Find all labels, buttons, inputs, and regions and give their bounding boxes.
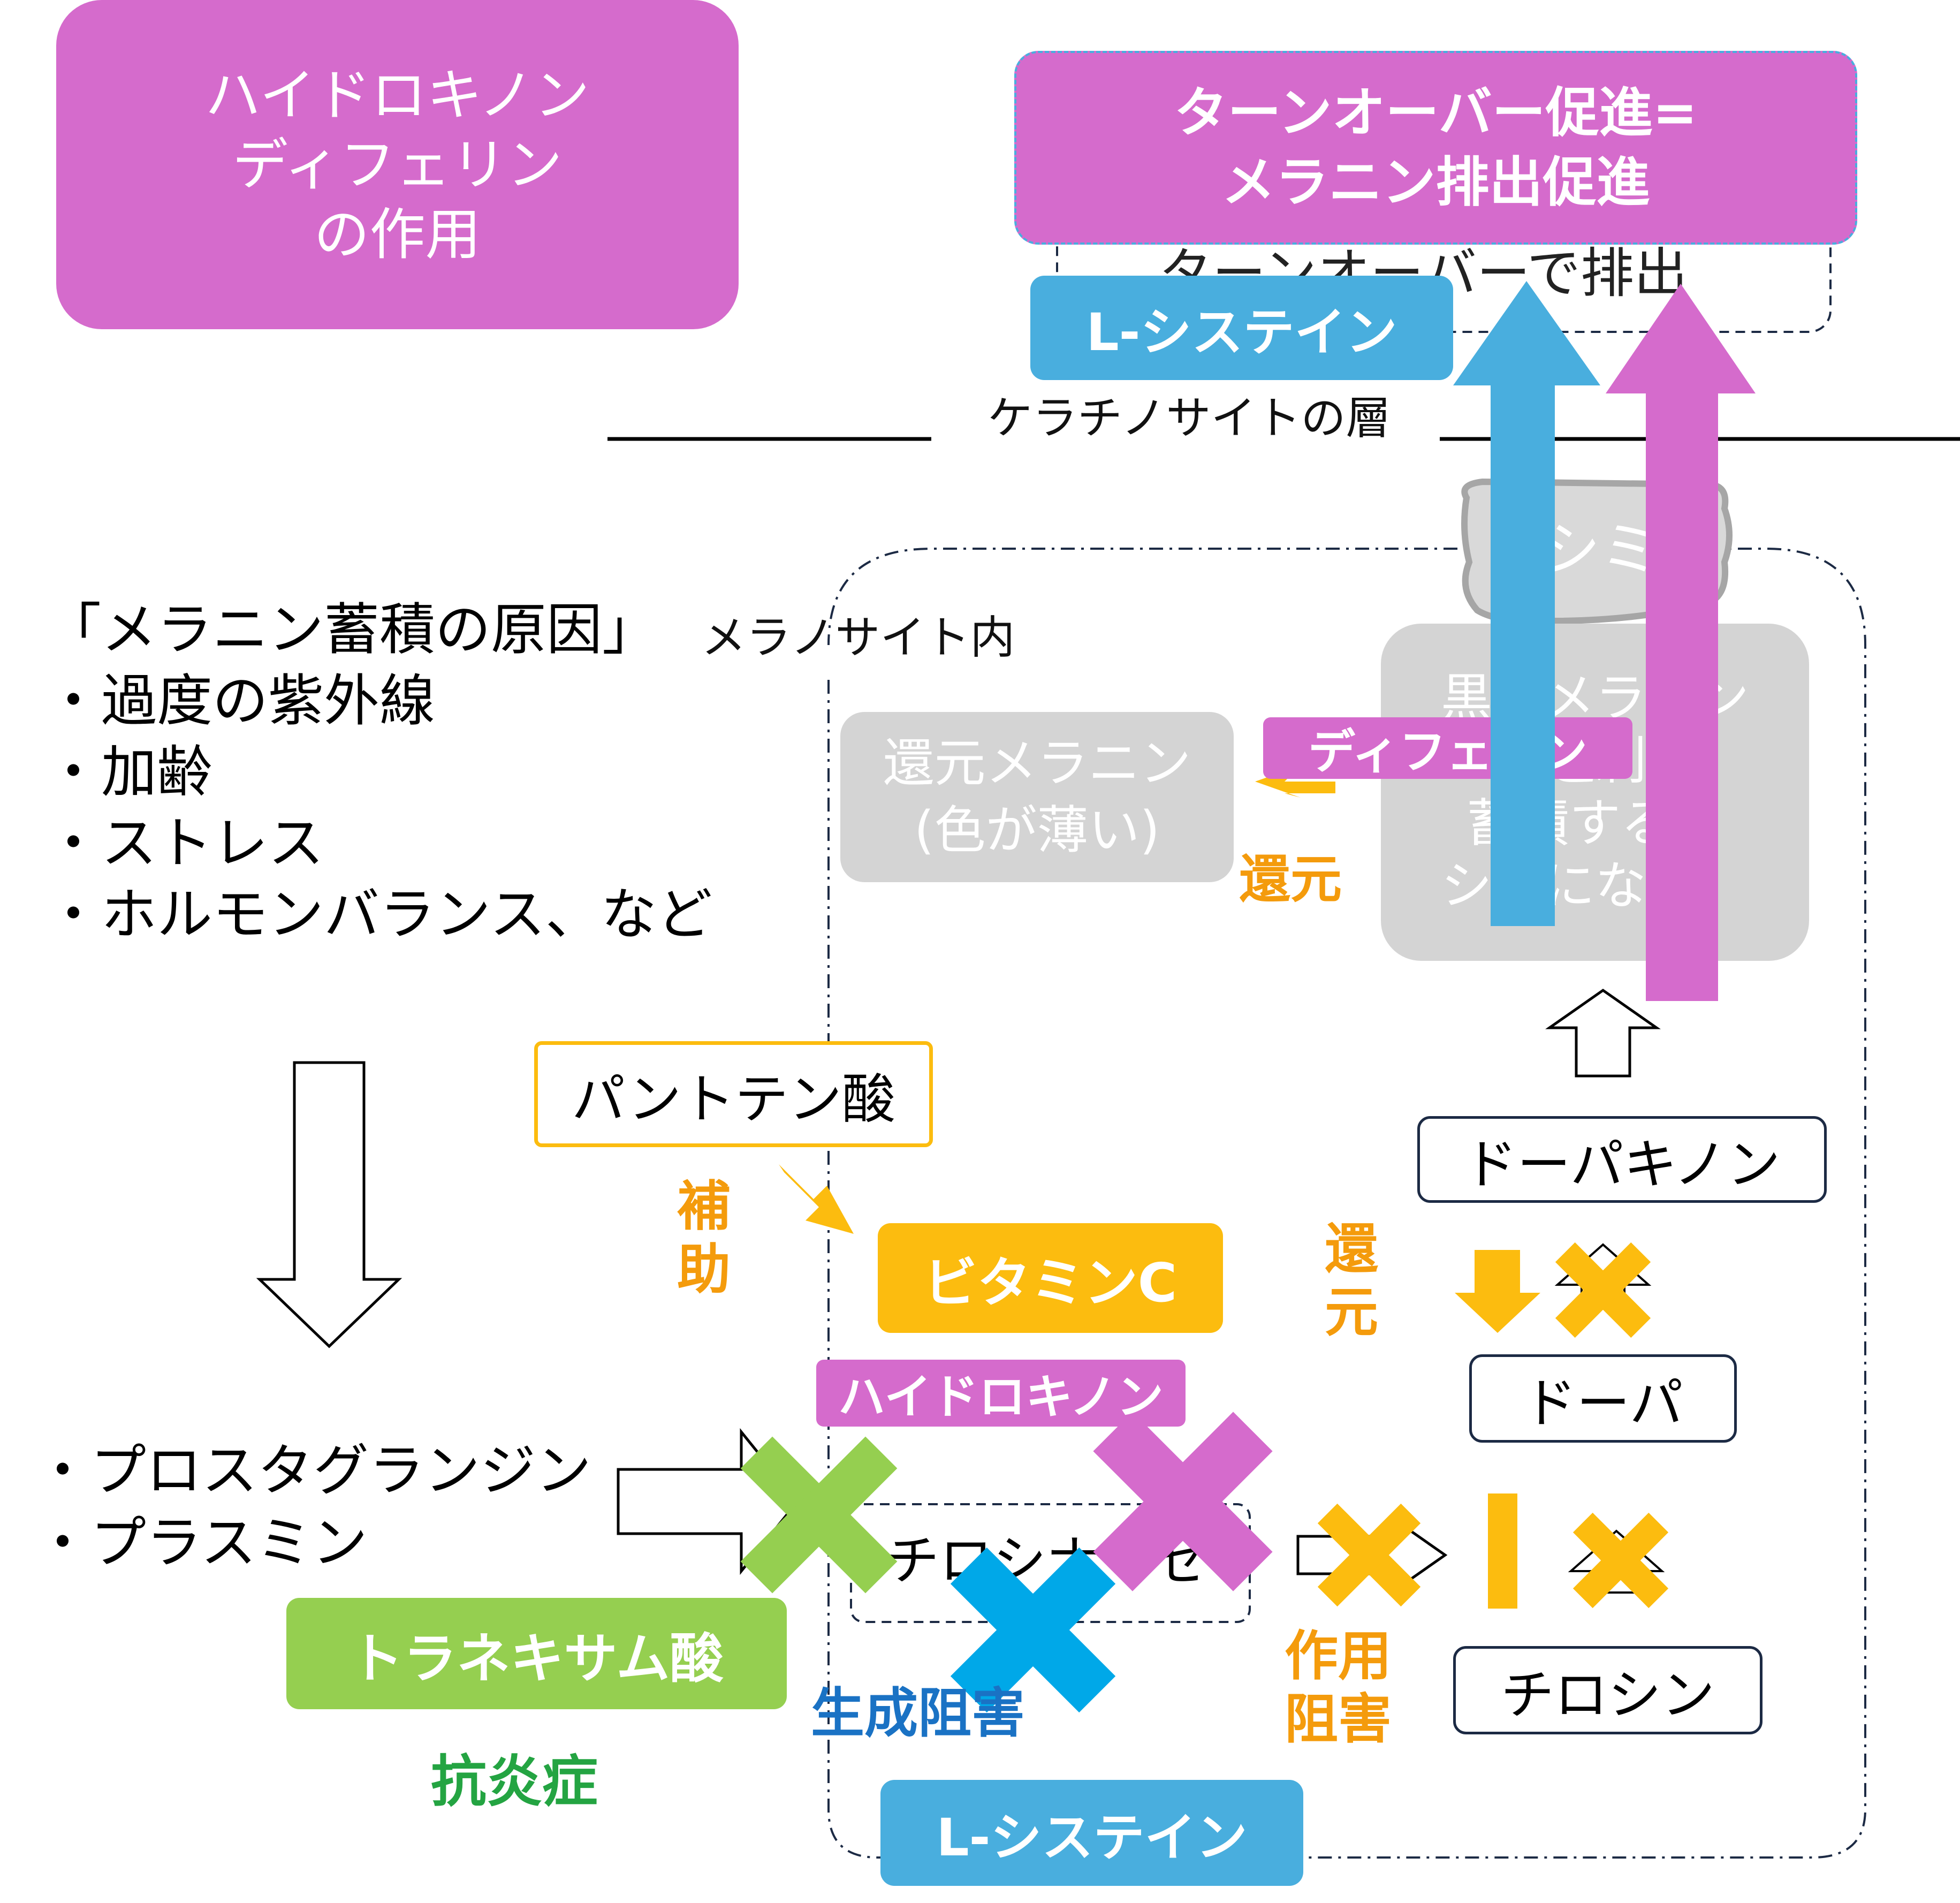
hydroquinone-label-box: ハイドロキノン	[816, 1360, 1186, 1427]
action-inhibit-x-1	[1317, 1503, 1421, 1607]
turnover-box: ターンオーバー促進= メラニン排出促進	[1014, 51, 1857, 245]
hydroquinone-label-text: ハイドロキノン	[838, 1369, 1164, 1424]
lcysteine-up-arrow	[1453, 281, 1600, 926]
assist-arrow	[779, 1164, 854, 1234]
prostaglandin-plasmin-text: ・プロスタグランジン ・プラスミン	[35, 1438, 592, 1576]
reduced-melanin-box	[840, 712, 1234, 882]
melanocyte-boundary	[827, 548, 1866, 1859]
vitamin-c-box: ビタミンC	[878, 1223, 1223, 1333]
lcysteine-top-text: L-システイン	[1086, 302, 1397, 362]
dopaquinone-up-arrow	[1545, 988, 1661, 1078]
melanin-causes-text: 「メラニン蓄積の原因」 ・過度の紫外線 ・加齢 ・ストレス ・ホルモンバランス、…	[45, 597, 712, 947]
tyrosine-box: チロシン	[1453, 1646, 1763, 1734]
dopa-text: ドーパ	[1523, 1372, 1683, 1435]
causes-down-arrow	[256, 1061, 402, 1348]
reduction-left-arrow	[1255, 765, 1335, 798]
reduced-melanin-text-wrap: 還元メラニン (色が薄い)	[840, 712, 1234, 882]
pantothenic-acid-box: パントテン酸	[534, 1041, 933, 1147]
title-box: ハイドロキノン ディフェリン の作用	[56, 0, 739, 329]
melanocyte-label: メラノサイト内	[701, 611, 1015, 664]
dopaquinone-box: ドーパキノン	[1417, 1116, 1827, 1203]
dopaquinone-text: ドーパキノン	[1463, 1133, 1781, 1196]
lcysteine-bottom-box: L-システイン	[880, 1780, 1303, 1886]
tyrosine-text: チロシン	[1501, 1664, 1715, 1726]
title-text: ハイドロキノン ディフェリン の作用	[205, 62, 590, 267]
orange-bar	[1488, 1493, 1517, 1609]
tranexamic-acid-box: トラネキサム酸	[286, 1598, 787, 1709]
turnover-box-text: ターンオーバー促進= メラニン排出促進	[1174, 81, 1698, 214]
turnover-behind-box	[1056, 202, 1832, 333]
reduction-down-arrow	[1455, 1250, 1540, 1333]
action-inhibit-x-2	[1555, 1242, 1651, 1338]
assist-label: 補 助	[677, 1175, 731, 1301]
keratinocyte-layer-label: ケラチノサイトの層	[987, 392, 1391, 444]
pantothenic-acid-text: パントテン酸	[572, 1067, 895, 1131]
lcysteine-block-x	[950, 1547, 1116, 1713]
vitamin-c-text: ビタミンC	[923, 1252, 1177, 1314]
reduced-melanin-text: 還元メラニン (色が薄い)	[883, 733, 1191, 860]
differin-up-arrow	[1606, 284, 1756, 1001]
tranexamic-acid-text: トラネキサム酸	[350, 1627, 724, 1690]
lcysteine-bottom-text: L-システイン	[936, 1807, 1248, 1868]
shimi-label: シミ	[1541, 515, 1659, 584]
tranexamic-block-x	[740, 1436, 898, 1594]
dopa-box: ドーパ	[1469, 1354, 1737, 1443]
action-inhibition-label: 作用 阻害	[1285, 1625, 1392, 1750]
lcysteine-top-box: L-システイン	[1030, 276, 1453, 380]
reduction-label-2: 還 元	[1325, 1218, 1378, 1344]
production-inhibition-label: 生成阻害	[811, 1682, 1025, 1745]
hydroquinone-block-x	[1093, 1412, 1273, 1591]
reduction-label-1: 還元	[1239, 850, 1342, 909]
action-inhibit-x-3	[1572, 1512, 1669, 1609]
anti-inflammatory-label: 抗炎症	[431, 1749, 598, 1814]
